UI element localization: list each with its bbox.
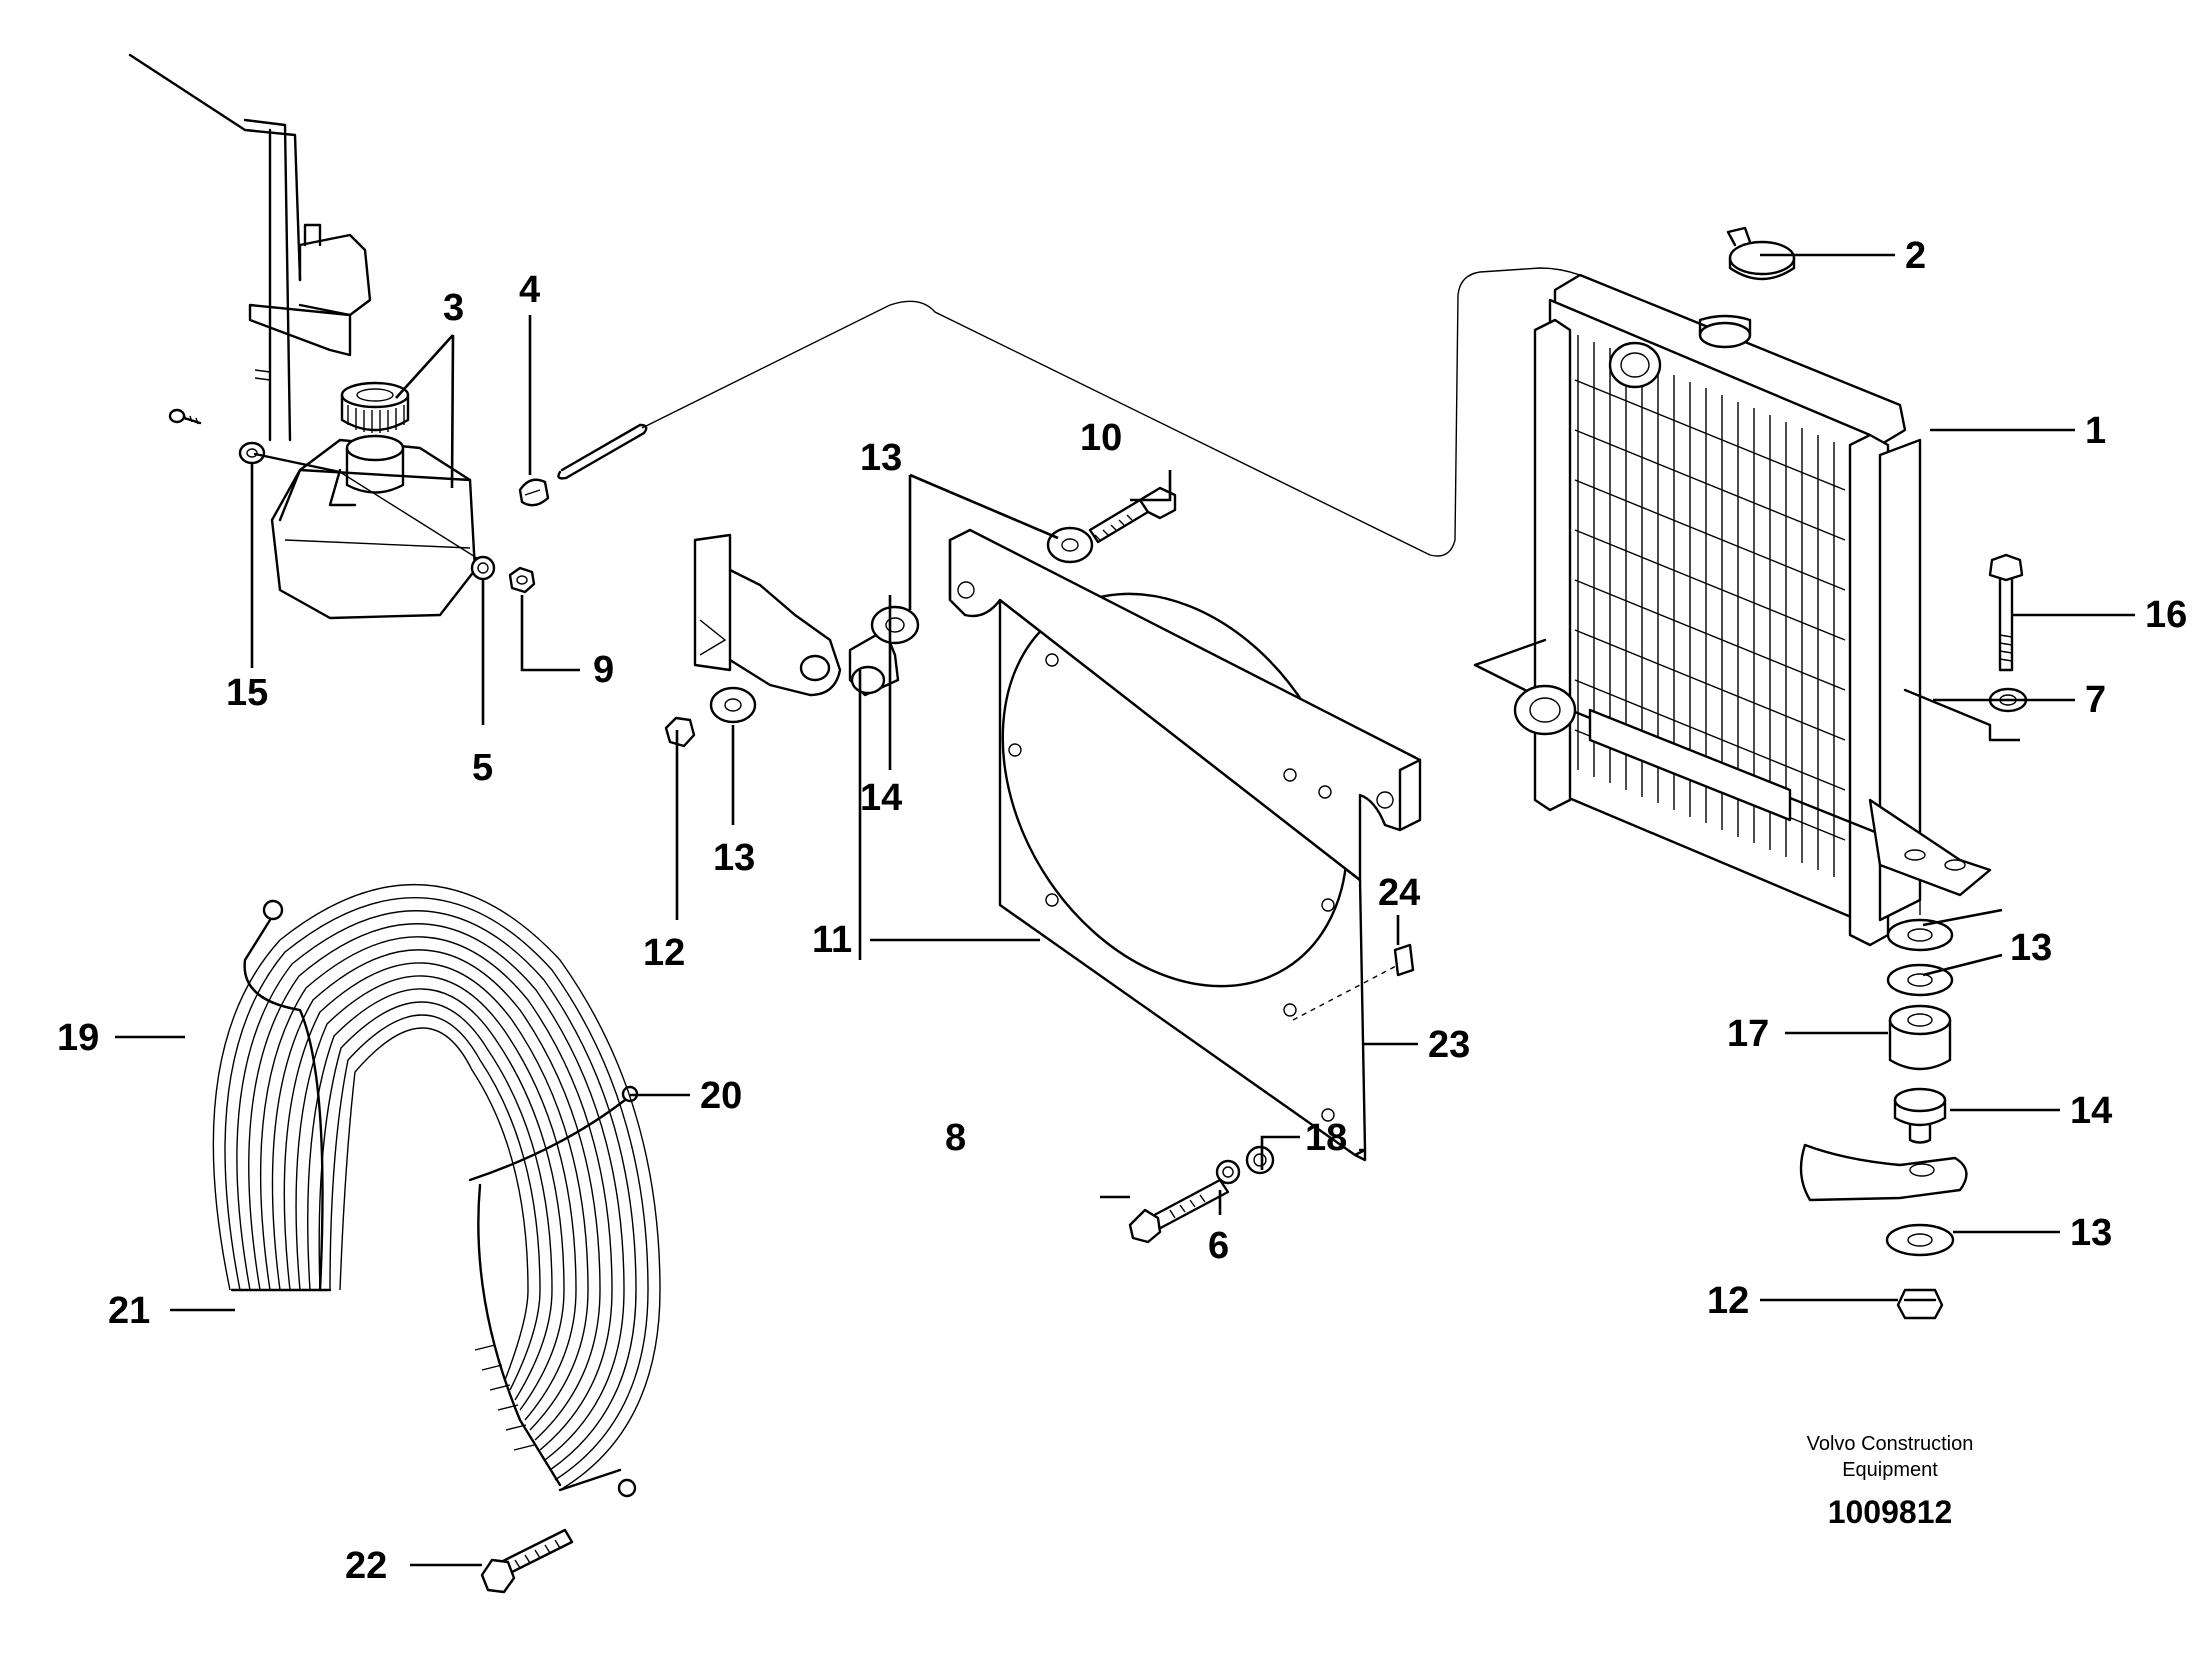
shroud-lower-bolt: [1128, 1145, 1275, 1244]
callout-10: 10: [1080, 417, 1122, 459]
callout-15: 15: [226, 672, 268, 714]
radiator-cap: [1726, 226, 1796, 281]
callout-6: 6: [1208, 1225, 1229, 1267]
maker-name-line1: Volvo Construction: [1807, 1433, 1974, 1455]
callout-3: 3: [443, 287, 464, 329]
callout-1: 1: [2085, 410, 2106, 452]
shroud-mount-bracket: [693, 533, 842, 697]
callout-13-right-bottom: 13: [2070, 1212, 2112, 1254]
tank-screw-left: [168, 408, 342, 474]
callout-13-top: 13: [860, 437, 902, 479]
callout-5: 5: [472, 747, 493, 789]
tank-washer-nut: [339, 471, 536, 594]
callout-23: 23: [1428, 1024, 1470, 1066]
fan-guard-bolt: [480, 1528, 574, 1594]
document-number: 1009812: [1828, 1494, 1953, 1530]
callout-9: 9: [593, 649, 614, 691]
callout-21: 21: [108, 1290, 150, 1332]
callout-14-center: 14: [860, 777, 902, 819]
callout-12-right: 12: [1707, 1280, 1749, 1322]
radiator: [1473, 273, 1992, 947]
callout-19: 19: [57, 1017, 99, 1059]
radiator-lower-mount: [1799, 880, 1968, 1320]
callout-20: 20: [700, 1075, 742, 1117]
callout-13-mid: 13: [713, 837, 755, 879]
callout-16: 16: [2145, 594, 2187, 636]
callout-8: 8: [945, 1117, 966, 1159]
maker-name-line2: Equipment: [1842, 1459, 1938, 1481]
callout-12-left: 12: [643, 932, 685, 974]
callout-7: 7: [2085, 679, 2106, 721]
callout-14-right: 14: [2070, 1090, 2112, 1132]
overflow-hose: [518, 267, 1581, 557]
radiator-mount-bolt: [1903, 553, 2028, 742]
expansion-tank: [270, 434, 477, 620]
callout-4: 4: [519, 269, 540, 311]
frame-bracket: [128, 53, 372, 442]
callouts: 2 1 3 4 15 5 9 13 10 14 13 12 11 24 23 8…: [57, 235, 2187, 1587]
leader-lines: [115, 253, 2135, 1567]
callout-22: 22: [345, 1545, 387, 1587]
callout-24: 24: [1378, 872, 1420, 914]
fan-guard: [212, 883, 661, 1498]
callout-17: 17: [1727, 1013, 1769, 1055]
callout-11: 11: [812, 919, 852, 961]
callout-2: 2: [1905, 235, 1926, 277]
footer: Volvo Construction Equipment 1009812: [1807, 1433, 1974, 1530]
callout-18: 18: [1305, 1117, 1347, 1159]
shroud-mount-parts: [664, 486, 1177, 748]
callout-13-right-top: 13: [2010, 927, 2052, 969]
tank-cap: [340, 381, 410, 433]
fan-shroud: [948, 528, 1422, 1162]
shroud-clip: [1292, 943, 1415, 1021]
